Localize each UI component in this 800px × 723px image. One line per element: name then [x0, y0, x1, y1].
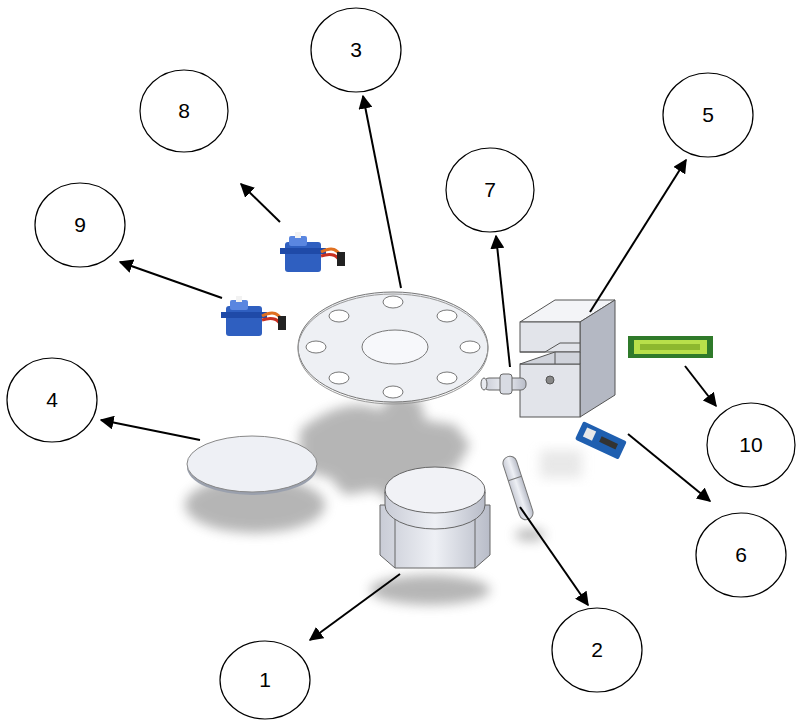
callout-circle-shape	[220, 641, 310, 719]
callout-circle-shape	[707, 403, 795, 487]
shadow	[185, 392, 545, 605]
callout-number: 2	[591, 638, 603, 662]
shaft-pin	[481, 374, 526, 394]
ring-plate	[298, 292, 488, 404]
shadow	[540, 450, 582, 478]
callout-circle-shape	[7, 358, 97, 442]
callout-circle-shape	[663, 73, 753, 157]
callout-circle: 5	[662, 72, 754, 158]
callout-circle: 7	[445, 147, 535, 233]
callout-circle-shape	[446, 148, 534, 232]
callout-number: 8	[178, 99, 190, 123]
base-housing	[380, 467, 490, 568]
callout-circle: 1	[219, 640, 311, 720]
u-bracket	[520, 300, 615, 417]
callout-circle-shape	[552, 608, 642, 692]
callout-circle-shape	[140, 70, 228, 152]
callout-circle-shape	[311, 8, 401, 92]
callout-number: 5	[702, 103, 714, 127]
servo-motor	[280, 232, 345, 272]
callout-circle: 2	[551, 607, 643, 693]
leader-arrow	[101, 96, 716, 640]
callout-circle-shape	[35, 183, 125, 267]
callout-number: 3	[350, 38, 362, 62]
callout-circle-shape	[696, 513, 786, 597]
callout-number: 7	[484, 178, 496, 202]
sensor-module	[575, 421, 627, 459]
callout-number: 10	[739, 433, 762, 457]
callout-circle: 10	[706, 402, 796, 488]
disk	[187, 436, 317, 495]
callout-circle: 6	[695, 512, 787, 598]
callout-circle: 8	[139, 69, 229, 153]
callout-number: 1	[259, 668, 271, 692]
callout-number: 4	[46, 388, 58, 412]
callout-circle: 4	[6, 357, 98, 443]
callout-number: 9	[74, 213, 86, 237]
lcd-display	[628, 336, 713, 358]
small-part	[501, 454, 535, 521]
servo-motor	[221, 296, 286, 336]
callout-number: 6	[735, 543, 747, 567]
callout-circle: 3	[310, 7, 402, 93]
callout-circle: 9	[34, 182, 126, 268]
